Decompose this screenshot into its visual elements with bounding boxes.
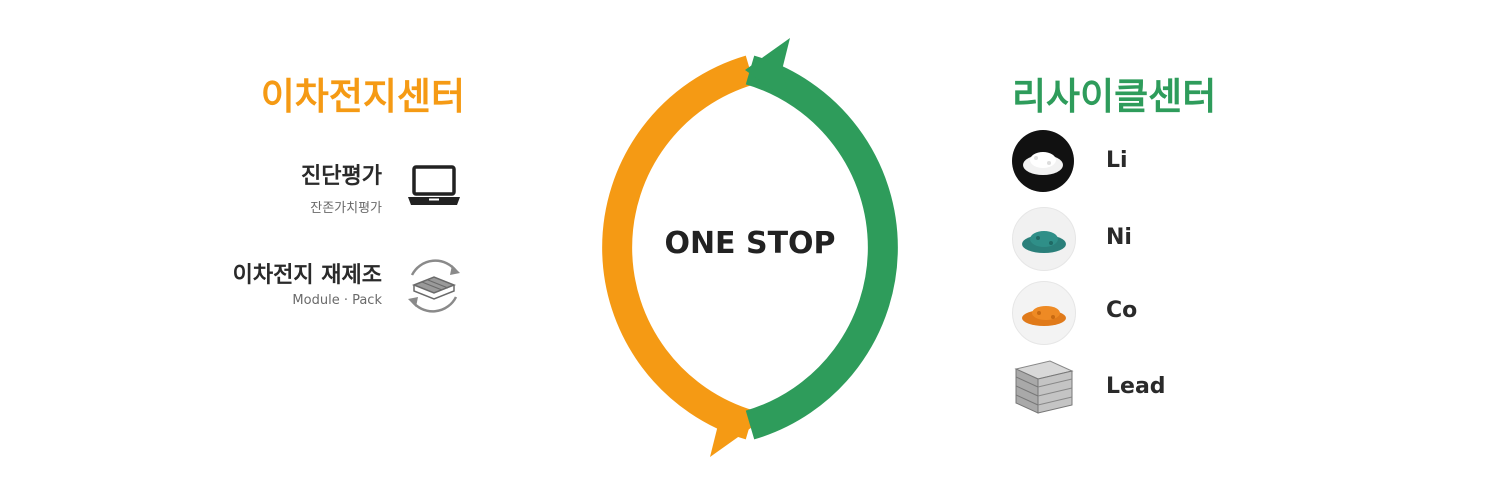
left-section-title: 이차전지센터	[260, 75, 465, 118]
cycle-diagram: 이차전지센터 리사이클센터	[540, 38, 929, 457]
left-item-subtitle-diagnosis: 잔존가치평가	[310, 201, 382, 216]
material-label-lead: Lead	[1106, 374, 1166, 399]
left-item-title-remanufacture: 이차전지 재제조	[232, 263, 382, 288]
material-label-li: Li	[1106, 148, 1128, 173]
cobalt-powder-icon	[1012, 281, 1076, 345]
material-label-ni: Ni	[1106, 225, 1132, 250]
orange-arrowhead	[710, 393, 755, 457]
lithium-powder-icon	[1012, 130, 1074, 192]
right-section-title: 리사이클센터	[1012, 75, 1217, 118]
lead-ingot-icon	[1010, 355, 1078, 417]
green-arc	[745, 55, 898, 440]
orange-arc	[602, 55, 755, 440]
left-item-title-diagnosis: 진단평가	[301, 164, 382, 189]
material-label-co: Co	[1106, 298, 1138, 323]
laptop-icon	[408, 165, 460, 205]
one-stop-label: ONE STOP	[664, 226, 836, 261]
left-item-subtitle-remanufacture: Module · Pack	[292, 293, 382, 308]
green-arrowhead	[745, 38, 790, 102]
battery-recycle-icon	[408, 259, 460, 313]
arc-left-label: 이차전지센터	[540, 266, 563, 352]
nickel-powder-icon	[1012, 207, 1076, 271]
